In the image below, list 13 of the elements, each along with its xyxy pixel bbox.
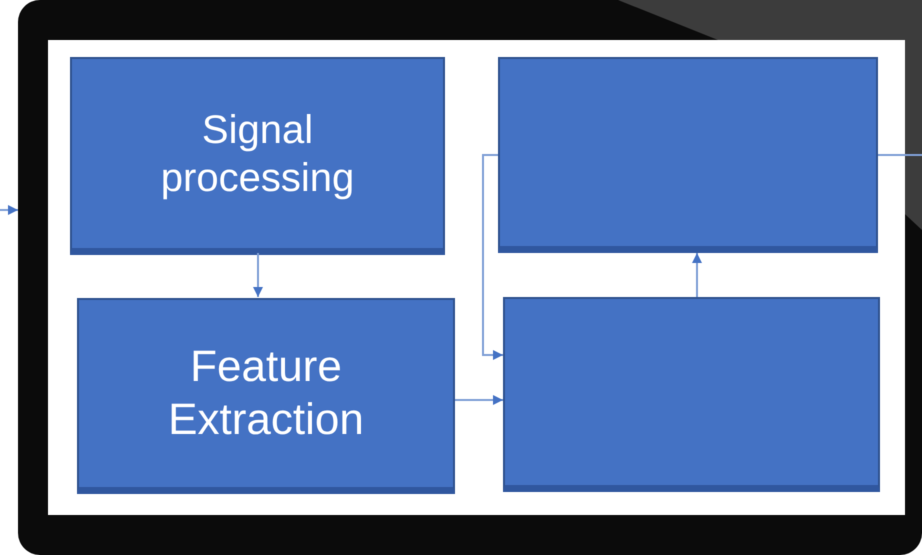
arrow <box>482 154 503 360</box>
process-box <box>77 298 455 494</box>
laptop-drawing <box>18 0 922 555</box>
process-box <box>70 57 445 255</box>
box-label: Feature Extraction <box>167 340 365 446</box>
arrow <box>0 205 18 215</box>
connector-line <box>878 154 922 156</box>
process-box <box>503 297 880 492</box>
arrow <box>692 253 702 297</box>
arrow <box>455 395 503 405</box>
arrow <box>253 253 263 297</box>
process-box <box>498 57 878 253</box>
box-label: Signal processing <box>160 106 356 202</box>
